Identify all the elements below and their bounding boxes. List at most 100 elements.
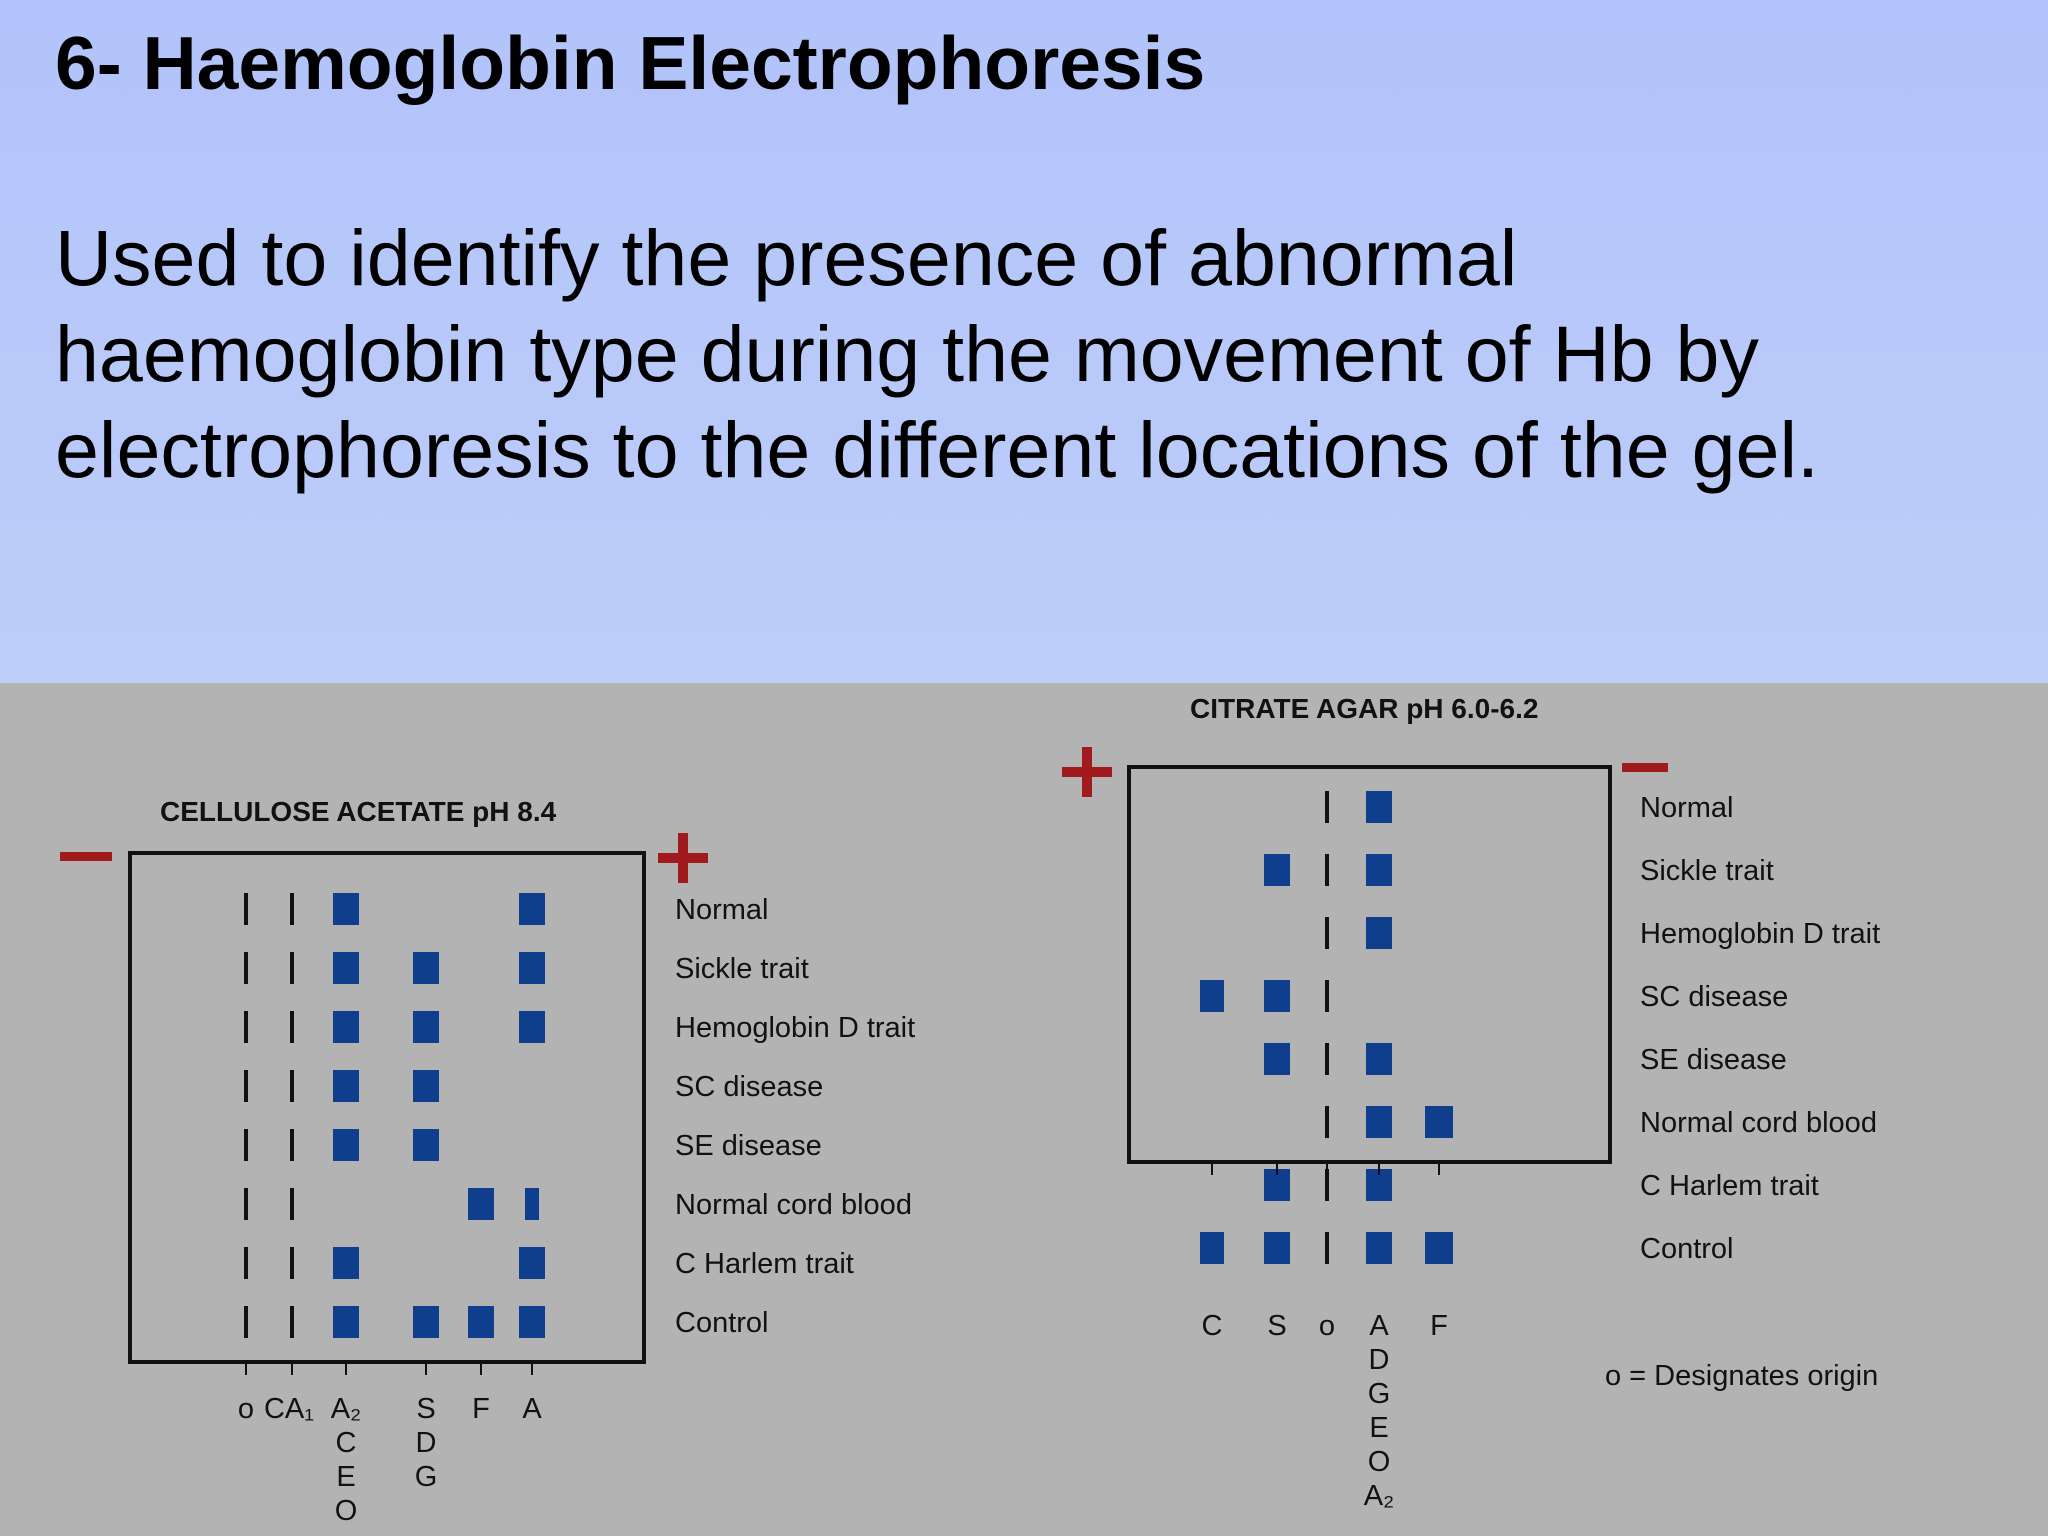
column-label: D [416,1427,437,1459]
slide-title: 6- Haemoglobin Electrophoresis [55,21,1206,105]
column-label: G [415,1461,438,1493]
description-line: electrophoresis to the different locatio… [55,405,1819,494]
origin-line-mark [290,1070,294,1102]
hemoglobin-band [1366,1106,1392,1138]
hemoglobin-band [525,1188,539,1220]
sample-row-label: C Harlem trait [675,1248,854,1280]
hemoglobin-band [333,1247,359,1279]
hemoglobin-band [519,1306,545,1338]
sample-row-label: Control [1640,1233,1734,1265]
sample-row-label: Hemoglobin D trait [1640,918,1880,950]
column-label: O [1368,1446,1391,1478]
column-label: F [472,1393,490,1425]
hemoglobin-band [413,1011,439,1043]
column-label: E [336,1461,355,1493]
hemoglobin-band [519,1247,545,1279]
hemoglobin-band [1366,854,1392,886]
origin-line-mark [244,1306,248,1338]
sample-row-label: SE disease [675,1130,822,1162]
hemoglobin-band [519,952,545,984]
hemoglobin-band [333,1011,359,1043]
origin-line-mark [244,1011,248,1043]
origin-line-mark [244,893,248,925]
description-line: haemoglobin type during the movement of … [55,309,1759,398]
citrate-gel-frame [1127,765,1612,1164]
origin-line-mark [244,1129,248,1161]
column-label: S [1267,1310,1286,1342]
column-label: G [1368,1378,1391,1410]
column-label: D [1369,1344,1390,1376]
sample-row-label: C Harlem trait [1640,1170,1819,1202]
origin-line-mark [1325,1043,1329,1075]
hemoglobin-band [1264,854,1290,886]
origin-line-mark [290,1247,294,1279]
column-label: F [1430,1310,1448,1342]
hemoglobin-band [1425,1106,1453,1138]
origin-legend-note: o = Designates origin [1605,1360,1878,1392]
hemoglobin-band [1425,1232,1453,1264]
sample-row-label: Normal cord blood [675,1189,912,1221]
origin-line-mark [244,952,248,984]
hemoglobin-band [333,952,359,984]
hemoglobin-band [1264,1232,1290,1264]
hemoglobin-band [468,1188,494,1220]
hemoglobin-band [1366,917,1392,949]
hemoglobin-band [519,893,545,925]
citrate-negative-electrode-icon [1622,763,1668,772]
hemoglobin-band [413,952,439,984]
hemoglobin-band [1366,791,1392,823]
hemoglobin-band [333,893,359,925]
column-label: A₂ [331,1393,362,1425]
origin-line-mark [290,893,294,925]
origin-line-mark [1325,917,1329,949]
column-label: A₂ [1364,1480,1395,1512]
column-label: E [1369,1412,1388,1444]
description-line: Used to identify the presence of abnorma… [55,213,1518,302]
sample-row-label: Normal [1640,792,1733,824]
origin-line-mark [1325,854,1329,886]
column-label: A [1369,1310,1389,1342]
hemoglobin-band [333,1306,359,1338]
cellulose-gel-frame [128,851,646,1364]
sample-row-label: Sickle trait [675,953,809,985]
origin-line-mark [1325,1232,1329,1264]
cellulose-bands [244,893,545,1338]
origin-line-mark [244,1247,248,1279]
hemoglobin-band [413,1070,439,1102]
citrate-bands [1200,791,1453,1264]
cellulose-positive-electrode-icon [658,833,708,883]
origin-line-mark [290,952,294,984]
hemoglobin-band [1264,1043,1290,1075]
hemoglobin-band [468,1306,494,1338]
column-label: O [335,1495,358,1527]
origin-line-mark [1325,791,1329,823]
origin-line-mark [1325,980,1329,1012]
origin-line-mark [244,1070,248,1102]
sample-row-label: Normal cord blood [1640,1107,1877,1139]
column-label: C [336,1427,357,1459]
hemoglobin-band [333,1129,359,1161]
hemoglobin-band [1366,1232,1392,1264]
hemoglobin-band [1200,980,1224,1012]
column-label: o [1319,1310,1335,1342]
hemoglobin-band [1264,980,1290,1012]
column-label: A [522,1393,542,1425]
sample-row-label: SC disease [675,1071,823,1103]
column-label: C [1202,1310,1223,1342]
column-label: S [416,1393,435,1425]
origin-line-mark [1325,1106,1329,1138]
origin-line-mark [290,1306,294,1338]
hemoglobin-band [333,1070,359,1102]
sample-row-label: Normal [675,894,768,926]
column-label: o [238,1393,254,1425]
slide-description: Used to identify the presence of abnorma… [55,210,1995,498]
sample-row-label: SC disease [1640,981,1788,1013]
cellulose-negative-electrode-icon [60,852,112,861]
